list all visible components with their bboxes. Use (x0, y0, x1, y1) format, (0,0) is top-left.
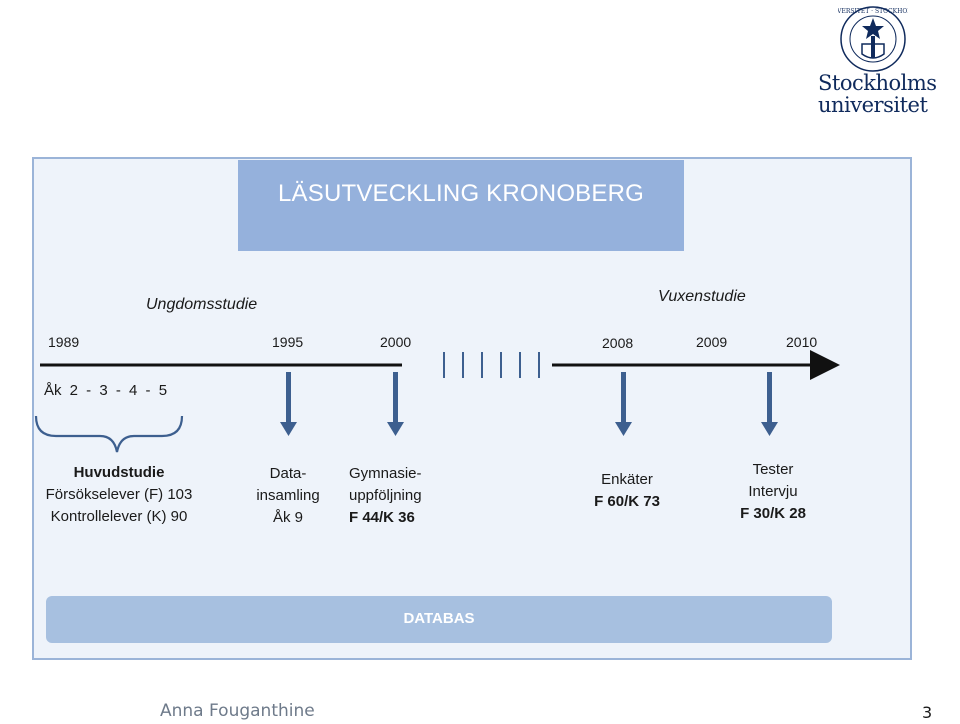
database-label: DATABAS (403, 610, 475, 627)
event-2000-line1: Gymnasie- (349, 465, 422, 482)
event-2008-line2: F 60/K 73 (594, 493, 660, 510)
grades-label: Åk 2 - 3 - 4 - 5 (44, 382, 168, 399)
page-number: 3 (922, 703, 933, 722)
university-logo: UNIVERSITET · STOCKHOLMS Stockholms univ… (812, 2, 958, 120)
year-2000: 2000 (380, 334, 412, 350)
event-2010: Tester Intervju F 30/K 28 (718, 459, 828, 525)
event-2008-line1: Enkäter (601, 471, 653, 488)
main-study-control: Kontrollelever (K) 90 (50, 508, 188, 525)
year-2009: 2009 (696, 334, 728, 350)
down-arrow-2010 (761, 372, 778, 436)
down-arrow-2000 (387, 372, 404, 436)
year-2010: 2010 (786, 334, 818, 350)
title-box: LÄSUTVECKLING KRONOBERG (238, 160, 684, 251)
event-1995-line3: Åk 9 (272, 509, 303, 526)
phase-young-label: Ungdomsstudie (146, 296, 258, 313)
phase-adult-label: Vuxenstudie (658, 288, 746, 305)
event-2000: Gymnasie- uppföljning F 44/K 36 (349, 463, 461, 529)
event-2010-line3: F 30/K 28 (740, 505, 806, 522)
timeline-gap-dashes (443, 352, 540, 378)
event-2010-line1: Tester (752, 461, 794, 478)
main-study-title: Huvudstudie (73, 464, 165, 481)
seal-icon: UNIVERSITET · STOCKHOLMS (838, 6, 908, 72)
event-2008: Enkäter F 60/K 73 (572, 469, 682, 513)
event-2000-line3: F 44/K 36 (349, 509, 415, 526)
database-bar: DATABAS (46, 596, 832, 643)
year-1995: 1995 (272, 334, 304, 350)
main-study-experimental: Försökselever (F) 103 (45, 486, 193, 503)
logo-line-2: universitet (818, 93, 928, 117)
event-1995-line2: insamling (256, 487, 320, 504)
event-1995: Data- insamling Åk 9 (238, 463, 338, 529)
year-1989: 1989 (48, 334, 80, 350)
logo-wordmark: Stockholms universitet (818, 72, 958, 116)
event-2000-line2: uppföljning (349, 487, 422, 504)
logo-line-1: Stockholms (818, 71, 937, 95)
year-2008: 2008 (602, 335, 634, 351)
down-arrow-1995 (280, 372, 297, 436)
main-study-block: Huvudstudie Försökselever (F) 103 Kontro… (24, 462, 214, 528)
footer-author: Anna Fouganthine (160, 701, 315, 721)
event-1995-line1: Data- (269, 465, 307, 482)
svg-text:UNIVERSITET · STOCKHOLMS: UNIVERSITET · STOCKHOLMS (838, 8, 908, 15)
down-arrow-2008 (615, 372, 632, 436)
diagram-title: LÄSUTVECKLING KRONOBERG (277, 180, 645, 207)
curly-brace (34, 415, 184, 453)
event-2010-line2: Intervju (748, 483, 798, 500)
